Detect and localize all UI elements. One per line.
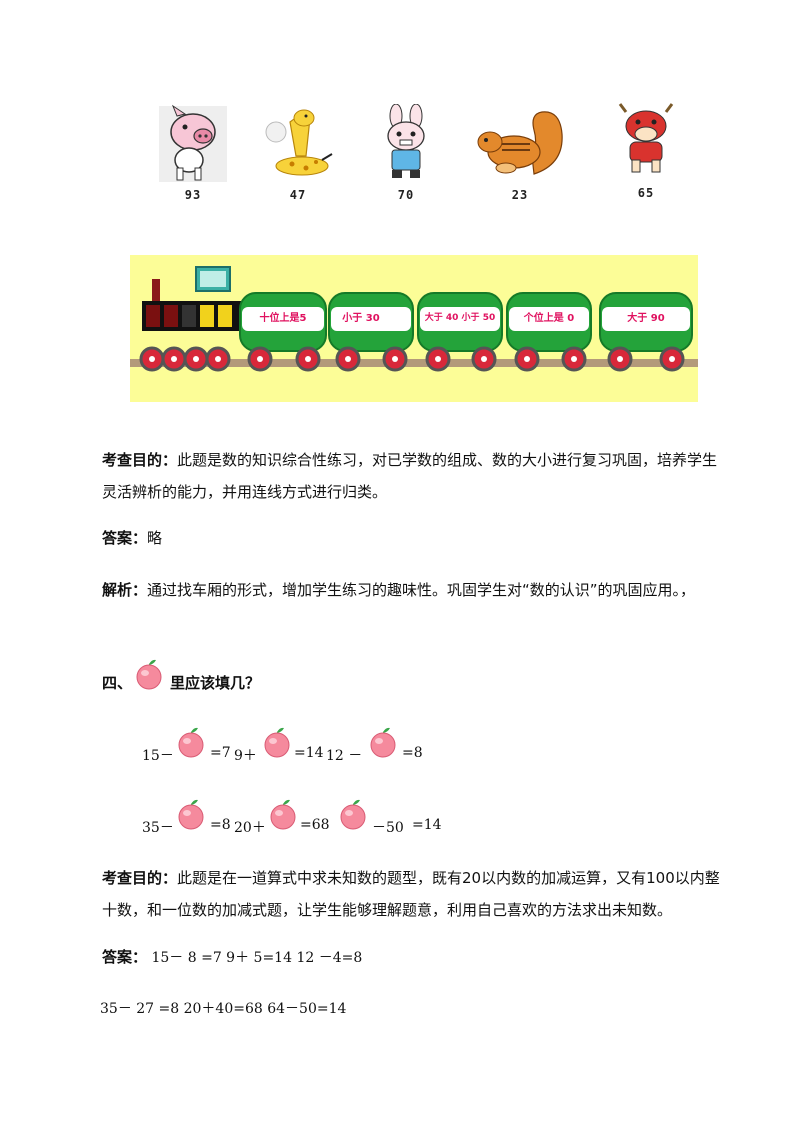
analysis-text: 通过找车厢的形式，增加学生练习的趣味性。巩固学生对“数的认识”的巩固应用。， — [147, 581, 696, 599]
giraffe-icon — [265, 109, 333, 176]
eq-row2-c: 20＋ — [234, 820, 266, 836]
answer-label-2: 答案： — [102, 948, 148, 966]
eq-row1-e: 12 － — [326, 748, 363, 764]
purpose-paragraph-1: 考查目的：此题是数的知识综合性练习，对已学数的组成、数的大小进行复习巩固，培养学… — [102, 444, 722, 508]
eq-row1-a: 15－ — [142, 748, 174, 764]
car-label-3: 大于 40 小于 50 — [424, 313, 496, 323]
cow-number: 65 — [637, 186, 655, 200]
eq-row1-f: =8 — [402, 745, 423, 761]
peach-icon — [136, 659, 162, 690]
peach-icon — [270, 799, 296, 830]
squirrel-icon — [477, 111, 563, 175]
pig-number: 93 — [184, 188, 202, 202]
giraffe-number: 47 — [289, 188, 307, 202]
rabbit-card: 70 — [368, 104, 444, 202]
answer-line-2: 35－ 27 =8 20＋40=68 64－50=14 — [100, 1001, 347, 1017]
car-label-5: 大于 90 — [627, 313, 665, 324]
answer-label: 答案： — [102, 529, 148, 547]
eq-row2-b: =8 — [210, 817, 231, 833]
analysis-paragraph: 解析：通过找车厢的形式，增加学生练习的趣味性。巩固学生对“数的认识”的巩固应用。… — [102, 574, 722, 606]
cow-icon — [618, 103, 674, 173]
car-label-4: 个位上是 0 — [523, 313, 575, 324]
purpose-label-2: 考查目的： — [102, 869, 178, 887]
giraffe-card: 47 — [260, 104, 336, 202]
squirrel-number: 23 — [511, 188, 529, 202]
train-drawing — [130, 266, 698, 372]
rabbit-number: 70 — [397, 188, 415, 202]
train-cars — [239, 292, 693, 352]
peach-icon — [370, 727, 396, 758]
answer-line-1: 15－ 8 =7 9＋ 5=14 12 －4=8 — [151, 950, 363, 966]
purpose-label: 考查目的： — [102, 451, 178, 469]
car-label-2: 小于 30 — [342, 313, 380, 324]
peach-icon — [178, 727, 204, 758]
section-4-prefix: 四、 — [102, 674, 133, 692]
eq-row1-c: 9＋ — [234, 748, 257, 764]
squirrel-card: 23 — [470, 104, 570, 202]
eq-row1-d: =14 — [294, 745, 324, 761]
train-illustration: 十位上是5 小于 30 大于 40 小于 50 个位上是 0 大于 90 — [130, 255, 698, 402]
pig-card: 93 — [155, 104, 231, 202]
peach-icon — [340, 799, 366, 830]
eq-row2-a: 35－ — [142, 820, 174, 836]
purpose-text-2: 此题是在一道算式中求未知数的题型，既有20以内数的加减运算，又有100以内整十数… — [102, 869, 720, 919]
eq-row1-b: =7 — [210, 745, 231, 761]
purpose-paragraph-2: 考查目的：此题是在一道算式中求未知数的题型，既有20以内数的加减运算，又有100… — [102, 862, 722, 926]
peach-icon — [178, 799, 204, 830]
answer-text: 略 — [147, 529, 163, 547]
cow-card: 65 — [608, 102, 684, 200]
pig-icon — [159, 104, 227, 182]
section-4-title: 里应该填几？ — [170, 674, 261, 692]
car-label-1: 十位上是5 — [259, 313, 307, 324]
eq-row2-f: =14 — [412, 817, 442, 833]
answer-paragraph-1: 答案：略 — [102, 522, 722, 554]
eq-row2-d: =68 — [300, 817, 330, 833]
analysis-label: 解析： — [102, 581, 148, 599]
peach-icon — [264, 727, 290, 758]
purpose-text: 此题是数的知识综合性练习，对已学数的组成、数的大小进行复习巩固，培养学生灵活辨析… — [102, 451, 718, 501]
answer-paragraph-2: 答案： 15－ 8 =7 9＋ 5=14 12 －4=8 — [102, 941, 722, 974]
rabbit-icon — [387, 104, 425, 178]
eq-row2-e: －50 — [372, 820, 404, 836]
